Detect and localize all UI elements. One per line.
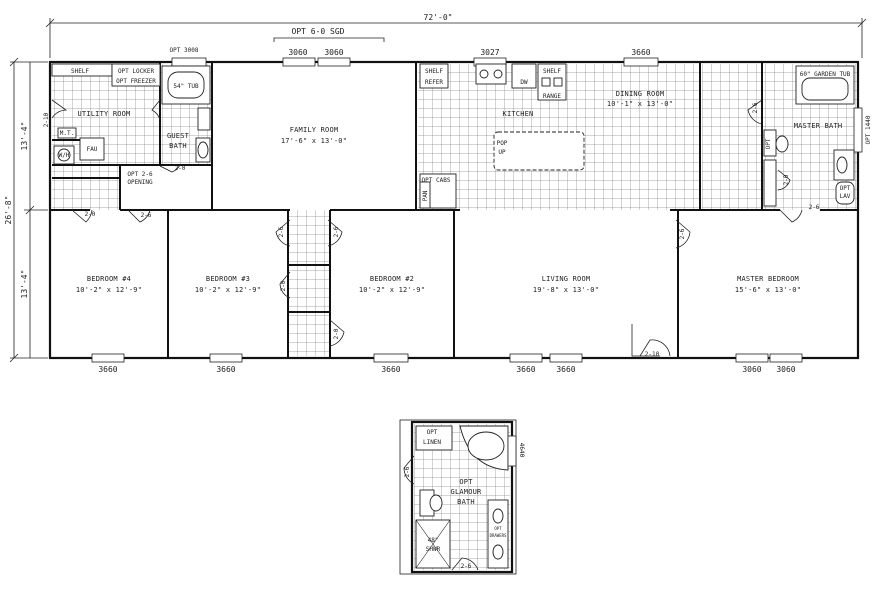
dining-room-size: 10'-1" x 13'-0"	[607, 100, 673, 108]
bedroom-2-label: BEDROOM #2	[370, 275, 414, 283]
door-label-util-bottom: 2-0	[85, 211, 96, 218]
door-label-mbath-2: 2-0	[783, 174, 790, 185]
inset-glamour-2: GLAMOUR	[451, 488, 482, 496]
opt-freezer-label: OPT FREEZER	[116, 78, 156, 85]
inset-window-4640: 4640	[518, 443, 525, 458]
overall-width-label: 72'-0"	[424, 13, 453, 22]
bedroom-4-size: 10'-2" x 12'-9"	[76, 286, 142, 294]
kitchen-label: KITCHEN	[503, 110, 534, 118]
dw-label: DW	[520, 79, 528, 86]
garden-tub-label: 60" GARDEN TUB	[800, 71, 851, 78]
living-room-label: LIVING ROOM	[542, 275, 591, 283]
door-label-mbath: 2-6	[752, 102, 759, 113]
door-label-front: 2-10	[645, 351, 660, 358]
inset-glamour-3: BATH	[457, 498, 475, 506]
inset-shower-2: SHWR	[426, 546, 441, 553]
opt-1440-label: OPT 1440	[865, 115, 872, 144]
inset-opt-drawers-2: DRAWERS	[490, 533, 507, 538]
family-room-label: FAMILY ROOM	[290, 126, 339, 134]
opt-sgd-label: OPT 6-0 SGD	[292, 27, 345, 36]
guest-bath-label-2: BATH	[169, 142, 187, 150]
door-label-guest: 2-0	[175, 165, 186, 172]
door-label-b2: 2-0	[333, 328, 340, 339]
kitchen-fixtures	[419, 63, 585, 209]
window-label-bottom: 3060	[742, 365, 761, 374]
family-room-size: 17'-6" x 13'-0"	[281, 137, 347, 145]
opt-opening-label-1: OPT 2-6	[127, 171, 153, 178]
refer-label: REFER	[425, 79, 443, 86]
window-3027-label: 3027	[480, 48, 499, 57]
window-label-bottom: 3660	[516, 365, 535, 374]
utility-shelf-label: SHELF	[71, 68, 89, 75]
windows	[91, 57, 863, 363]
living-room-size: 19'-8" x 13'-0"	[533, 286, 599, 294]
inset-opt-drawers-1: OPT	[494, 526, 502, 531]
opt-lav-label-1: OPT	[840, 185, 851, 192]
window-label-bottom: 3660	[216, 365, 235, 374]
door-label-util: 2-10	[43, 112, 50, 127]
window-3660-dining: 3660	[631, 48, 650, 57]
sgd-bracket	[273, 37, 385, 42]
bedroom-4-label: BEDROOM #4	[87, 275, 131, 283]
upper-depth-label: 13'-4"	[20, 122, 29, 151]
master-bedroom-size: 15'-6" x 13'-0"	[735, 286, 801, 294]
bedroom-3-size: 10'-2" x 12'-9"	[195, 286, 261, 294]
inset-opt-linen-2: LINEN	[423, 439, 441, 446]
door-label-hall-a: 2-6	[278, 226, 285, 237]
tub-54-label: 54" TUB	[173, 83, 199, 90]
up-label: UP	[498, 149, 506, 156]
mt-label: M.T.	[60, 130, 74, 137]
range-label: RANGE	[543, 93, 561, 100]
opt-vert-label: OPT	[765, 138, 772, 149]
inset-door-left: 2-6	[404, 466, 411, 477]
glamour-bath-inset	[399, 419, 517, 575]
door-label-mb: 2-6	[809, 204, 820, 211]
opt-lav-label-2: LAV	[840, 193, 851, 200]
bedroom-2-size: 10'-2" x 12'-9"	[359, 286, 425, 294]
opt-cabs-label: OPT CABS	[422, 177, 451, 184]
opt-3008-label: OPT 3008	[170, 47, 199, 54]
master-bedroom-label: MASTER BEDROOM	[737, 275, 799, 283]
master-bath-fixtures	[763, 65, 855, 207]
door-label-living: 2-6	[679, 228, 686, 239]
kitchen-shelf2-label: SHELF	[543, 68, 561, 75]
lower-depth-label: 13'-4"	[20, 270, 29, 299]
fau-label: FAU	[87, 146, 98, 153]
inset-glamour-1: OPT	[459, 478, 473, 486]
overall-dimension-lines	[9, 18, 867, 363]
wh-label: W/H	[59, 152, 70, 159]
window-3060-top-a: 3060	[288, 48, 307, 57]
pan-label: PAN	[422, 190, 429, 201]
utility-clear-area	[120, 166, 212, 210]
dining-room-label: DINING ROOM	[616, 90, 665, 98]
window-label-bottom: 3660	[381, 365, 400, 374]
door-label-hall-b: 2-6	[333, 226, 340, 237]
pop-label: POP	[497, 140, 508, 147]
guest-bath-label-1: GUEST	[167, 132, 190, 140]
window-3060-top-b: 3060	[324, 48, 343, 57]
door-label-hall: 2-0	[280, 280, 287, 291]
inset-opt-linen-1: OPT	[427, 429, 438, 436]
door-label-b4: 2-6	[141, 212, 152, 219]
door-swings	[51, 99, 803, 357]
bedroom-3-label: BEDROOM #3	[206, 275, 250, 283]
master-bath-label: MASTER BATH	[794, 122, 843, 130]
inset-door-bottom: 2-6	[461, 563, 472, 570]
window-label-bottom: 3660	[556, 365, 575, 374]
inset-shower-1: 48"	[428, 537, 439, 544]
opt-opening-label-2: OPENING	[127, 179, 153, 186]
window-label-bottom: 3660	[98, 365, 117, 374]
interior-walls	[50, 62, 858, 358]
utility-room-label: UTILITY ROOM	[78, 110, 131, 118]
kitchen-shelf-label: SHELF	[425, 68, 443, 75]
window-label-bottom: 3060	[776, 365, 795, 374]
utility-fixtures	[51, 63, 211, 165]
overall-depth-label: 26'-8"	[4, 196, 13, 225]
opt-locker-label: OPT LOCKER	[118, 68, 155, 75]
